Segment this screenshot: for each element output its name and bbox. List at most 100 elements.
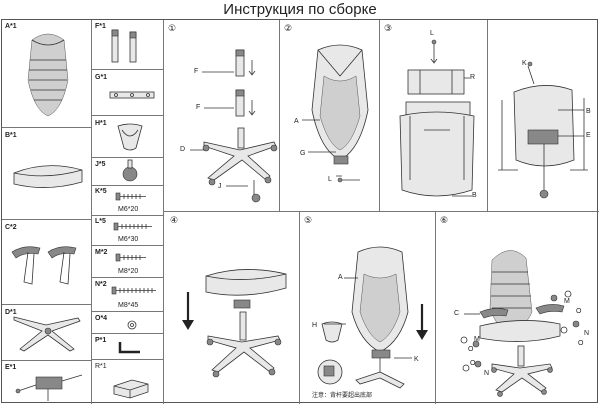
step-4-panel: ④ <box>164 212 300 404</box>
callout-l: L <box>328 176 332 183</box>
part-k-size: M6*20 <box>118 206 139 213</box>
part-l-cell: L*5 M6*30 <box>92 216 164 246</box>
step-1-drawing <box>190 49 278 203</box>
step-2-drawing <box>302 44 369 183</box>
step-3-number: ③ <box>384 23 393 33</box>
base-icon <box>13 316 81 352</box>
callout-k: K <box>522 60 527 67</box>
part-a-cell: A*1 <box>2 20 92 128</box>
step-3-panel: ③ L R B <box>380 20 488 212</box>
part-o-cell: O*4 <box>92 312 164 334</box>
part-c-cell: C*2 <box>2 220 92 305</box>
callout-l-3: L <box>430 30 434 37</box>
part-h-cell: H*1 <box>92 116 164 158</box>
part-j-label: J*5 <box>95 161 106 168</box>
callout-a-5: A <box>338 274 343 281</box>
step-5-drawing <box>317 246 428 389</box>
callout-d: D <box>180 146 186 153</box>
step-3b-panel: K B E <box>488 20 599 212</box>
page-title: Инструкция по сборке <box>223 1 377 18</box>
callout-n-1: N <box>584 330 590 337</box>
allen-key-icon <box>118 342 140 354</box>
gas-lift-icon <box>111 29 137 63</box>
bolt-k-icon <box>115 192 146 201</box>
part-p-label: P*1 <box>95 337 107 344</box>
callout-j: J <box>218 183 222 190</box>
part-g-cell: G*1 <box>92 70 164 116</box>
adapter-block-icon <box>113 379 149 399</box>
part-c-label: C*2 <box>5 224 17 231</box>
callout-a: A <box>294 118 299 125</box>
part-e-label: E*1 <box>5 364 17 371</box>
step-2-panel: ② A G L <box>280 20 380 212</box>
mechanism-icon <box>15 374 83 401</box>
callout-c: C <box>454 310 460 317</box>
callout-o-2: O <box>468 346 474 353</box>
part-f-cell: F*1 <box>92 20 164 70</box>
step-4-drawing <box>182 269 287 378</box>
callout-o-4: O <box>470 360 476 367</box>
callout-m-2: M <box>474 336 480 343</box>
step-6-panel: ⑥ C M O M O N O O N <box>436 212 599 404</box>
part-k-label: K*5 <box>95 188 107 195</box>
callout-o-1: O <box>576 308 582 315</box>
part-d-cell: D*1 <box>2 305 92 361</box>
part-e-cell: E*1 <box>2 361 92 404</box>
step-1-number: ① <box>168 23 177 33</box>
callout-h: H <box>312 322 318 329</box>
callout-b: B <box>472 192 477 199</box>
backrest-icon <box>27 33 69 117</box>
bolt-l-icon <box>113 222 152 231</box>
part-o-label: O*4 <box>95 315 108 322</box>
washer-icon <box>127 320 137 330</box>
part-l-size: M6*30 <box>118 236 139 243</box>
part-n-cell: N*2 M8*45 <box>92 278 164 312</box>
callout-k-5: K <box>414 356 419 363</box>
part-r-label: R*1 <box>95 363 107 370</box>
step-6-number: ⑥ <box>440 215 449 225</box>
plate-icon <box>109 91 155 99</box>
part-a-label: A*1 <box>5 23 17 30</box>
step-6-drawing <box>460 250 580 397</box>
assembly-note: 注意：背杆要超出底部 <box>312 393 373 399</box>
part-k-cell: K*5 M6*20 <box>92 186 164 216</box>
part-g-label: G*1 <box>95 74 108 81</box>
callout-g: G <box>300 150 306 157</box>
seat-icon <box>13 165 83 188</box>
callout-b-2: B <box>586 108 591 115</box>
part-b-cell: B*1 <box>2 128 92 220</box>
part-n-size: M8*45 <box>118 302 139 309</box>
part-p-cell: P*1 <box>92 334 164 360</box>
step-5-panel: ⑤ A H K 注意：背杆要超出底部 <box>300 212 436 404</box>
armrest-icon <box>11 246 77 285</box>
step-1-panel: ① F F D J <box>164 20 280 212</box>
instruction-sheet: A*1 B*1 C*2 D*1 E*1 <box>1 19 599 404</box>
step-3-drawing <box>399 39 475 197</box>
part-m-size: M8*20 <box>118 268 139 275</box>
bolt-n-icon <box>111 286 156 295</box>
step-4-number: ④ <box>170 215 179 225</box>
callout-e: E <box>586 132 591 139</box>
part-m-label: M*2 <box>95 249 108 256</box>
callout-m-1: M <box>564 298 570 305</box>
callout-o-3: O <box>578 340 584 347</box>
step-2-number: ② <box>284 23 293 33</box>
part-r-cell: R*1 <box>92 360 164 404</box>
callout-n-2: N <box>484 370 490 377</box>
part-f-label: F*1 <box>95 23 106 30</box>
callout-r: R <box>470 74 476 81</box>
step-5-number: ⑤ <box>304 215 313 225</box>
part-d-label: D*1 <box>5 309 17 316</box>
callout-f-1: F <box>194 68 199 75</box>
part-h-label: H*1 <box>95 120 107 127</box>
step-3b-drawing <box>498 61 588 199</box>
caster-icon <box>122 159 138 182</box>
part-n-label: N*2 <box>95 281 107 288</box>
cover-icon <box>117 123 143 151</box>
part-l-label: L*5 <box>95 218 106 225</box>
callout-f-2: F <box>196 104 201 111</box>
bolt-m-icon <box>115 253 146 262</box>
part-m-cell: M*2 M8*20 <box>92 246 164 278</box>
part-b-label: B*1 <box>5 132 17 139</box>
part-j-cell: J*5 <box>92 158 164 186</box>
